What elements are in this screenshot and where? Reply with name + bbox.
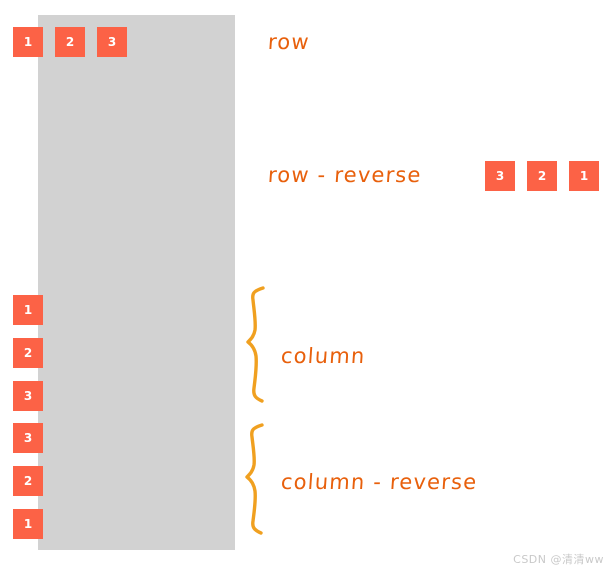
label-row: row [267, 30, 311, 54]
flex-item[interactable]: 3 [13, 381, 43, 411]
flex-column-group-column: 1 2 3 [13, 295, 43, 424]
flex-item[interactable]: 2 [527, 161, 557, 191]
brace-column [243, 284, 275, 404]
label-row-reverse: row - reverse [267, 163, 423, 187]
csdn-watermark: CSDN @清清ww [513, 553, 604, 566]
label-column-reverse: column - reverse [280, 470, 479, 494]
flex-item[interactable]: 3 [97, 27, 127, 57]
flex-column-group-column-reverse: 3 2 1 [13, 423, 43, 552]
flex-row-group-row: 1 2 3 [0, 27, 612, 57]
flex-item[interactable]: 1 [569, 161, 599, 191]
flex-item[interactable]: 1 [13, 27, 43, 57]
flex-item[interactable]: 2 [55, 27, 85, 57]
flex-item[interactable]: 3 [13, 423, 43, 453]
flex-row-group-row-reverse: 1 2 3 [0, 161, 612, 191]
label-column: column [280, 344, 367, 368]
flex-item[interactable]: 1 [13, 509, 43, 539]
flex-item[interactable]: 2 [13, 338, 43, 368]
flex-item[interactable]: 3 [485, 161, 515, 191]
brace-column-reverse [241, 421, 273, 536]
flex-container-background [38, 15, 235, 550]
flex-item[interactable]: 2 [13, 466, 43, 496]
flex-item[interactable]: 1 [13, 295, 43, 325]
